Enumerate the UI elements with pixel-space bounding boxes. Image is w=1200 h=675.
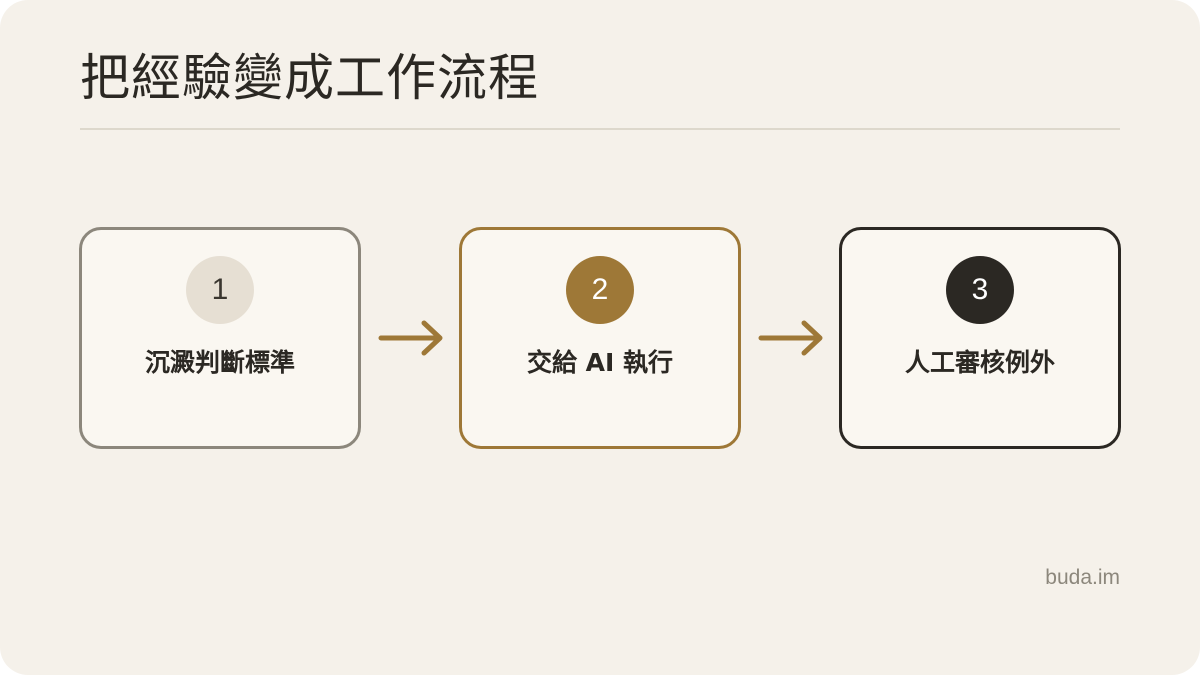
arrow-right-icon [378,320,443,356]
title-divider [80,128,1120,130]
step-number-badge-3: 3 [946,256,1014,324]
step-number-badge-2: 2 [566,256,634,324]
step-label-3: 人工審核例外 [904,348,1055,377]
step-number-badge-1: 1 [186,256,254,324]
arrow-right-icon [758,320,823,356]
step-card-1: 1 沉澱判斷標準 [79,227,361,449]
step-label-1: 沉澱判斷標準 [144,348,295,377]
footer-brand: buda.im [1045,566,1120,589]
step-card-3: 3 人工審核例外 [839,227,1121,449]
step-card-2: 2 交給 AI 執行 [459,227,741,449]
page-title: 把經驗變成工作流程 [80,49,539,107]
step-label-2: 交給 AI 執行 [526,348,674,377]
